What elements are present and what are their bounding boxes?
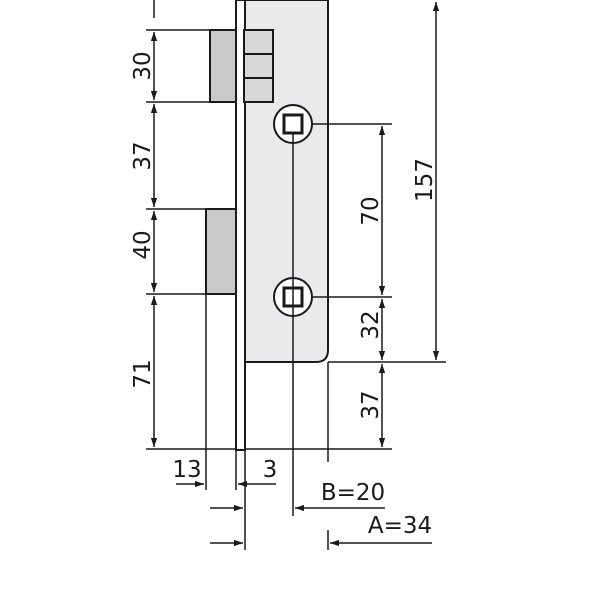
dim-bolt-height: 40 xyxy=(130,230,156,259)
dim-hole-to-case-bottom: 32 xyxy=(358,310,384,339)
dim-bolt-projection: 13 xyxy=(172,457,201,483)
dim-hole-spacing: 70 xyxy=(358,196,384,225)
dim-backset-a: A=34 xyxy=(368,513,432,539)
dim-latch-height: 30 xyxy=(130,51,156,80)
dimension-lines xyxy=(150,0,440,547)
dim-faceplate-thickness: 3 xyxy=(263,457,278,483)
deadbolt xyxy=(205,208,237,295)
latch xyxy=(209,29,274,103)
dim-overall-height: 157 xyxy=(412,158,438,202)
extension-lines xyxy=(146,29,446,550)
dim-latch-to-hole: 37 xyxy=(130,141,156,170)
dim-case-bottom-to-plate-end: 37 xyxy=(358,390,384,419)
dim-backset-b: B=20 xyxy=(321,480,385,506)
dim-bolt-to-bottom: 71 xyxy=(130,359,156,388)
